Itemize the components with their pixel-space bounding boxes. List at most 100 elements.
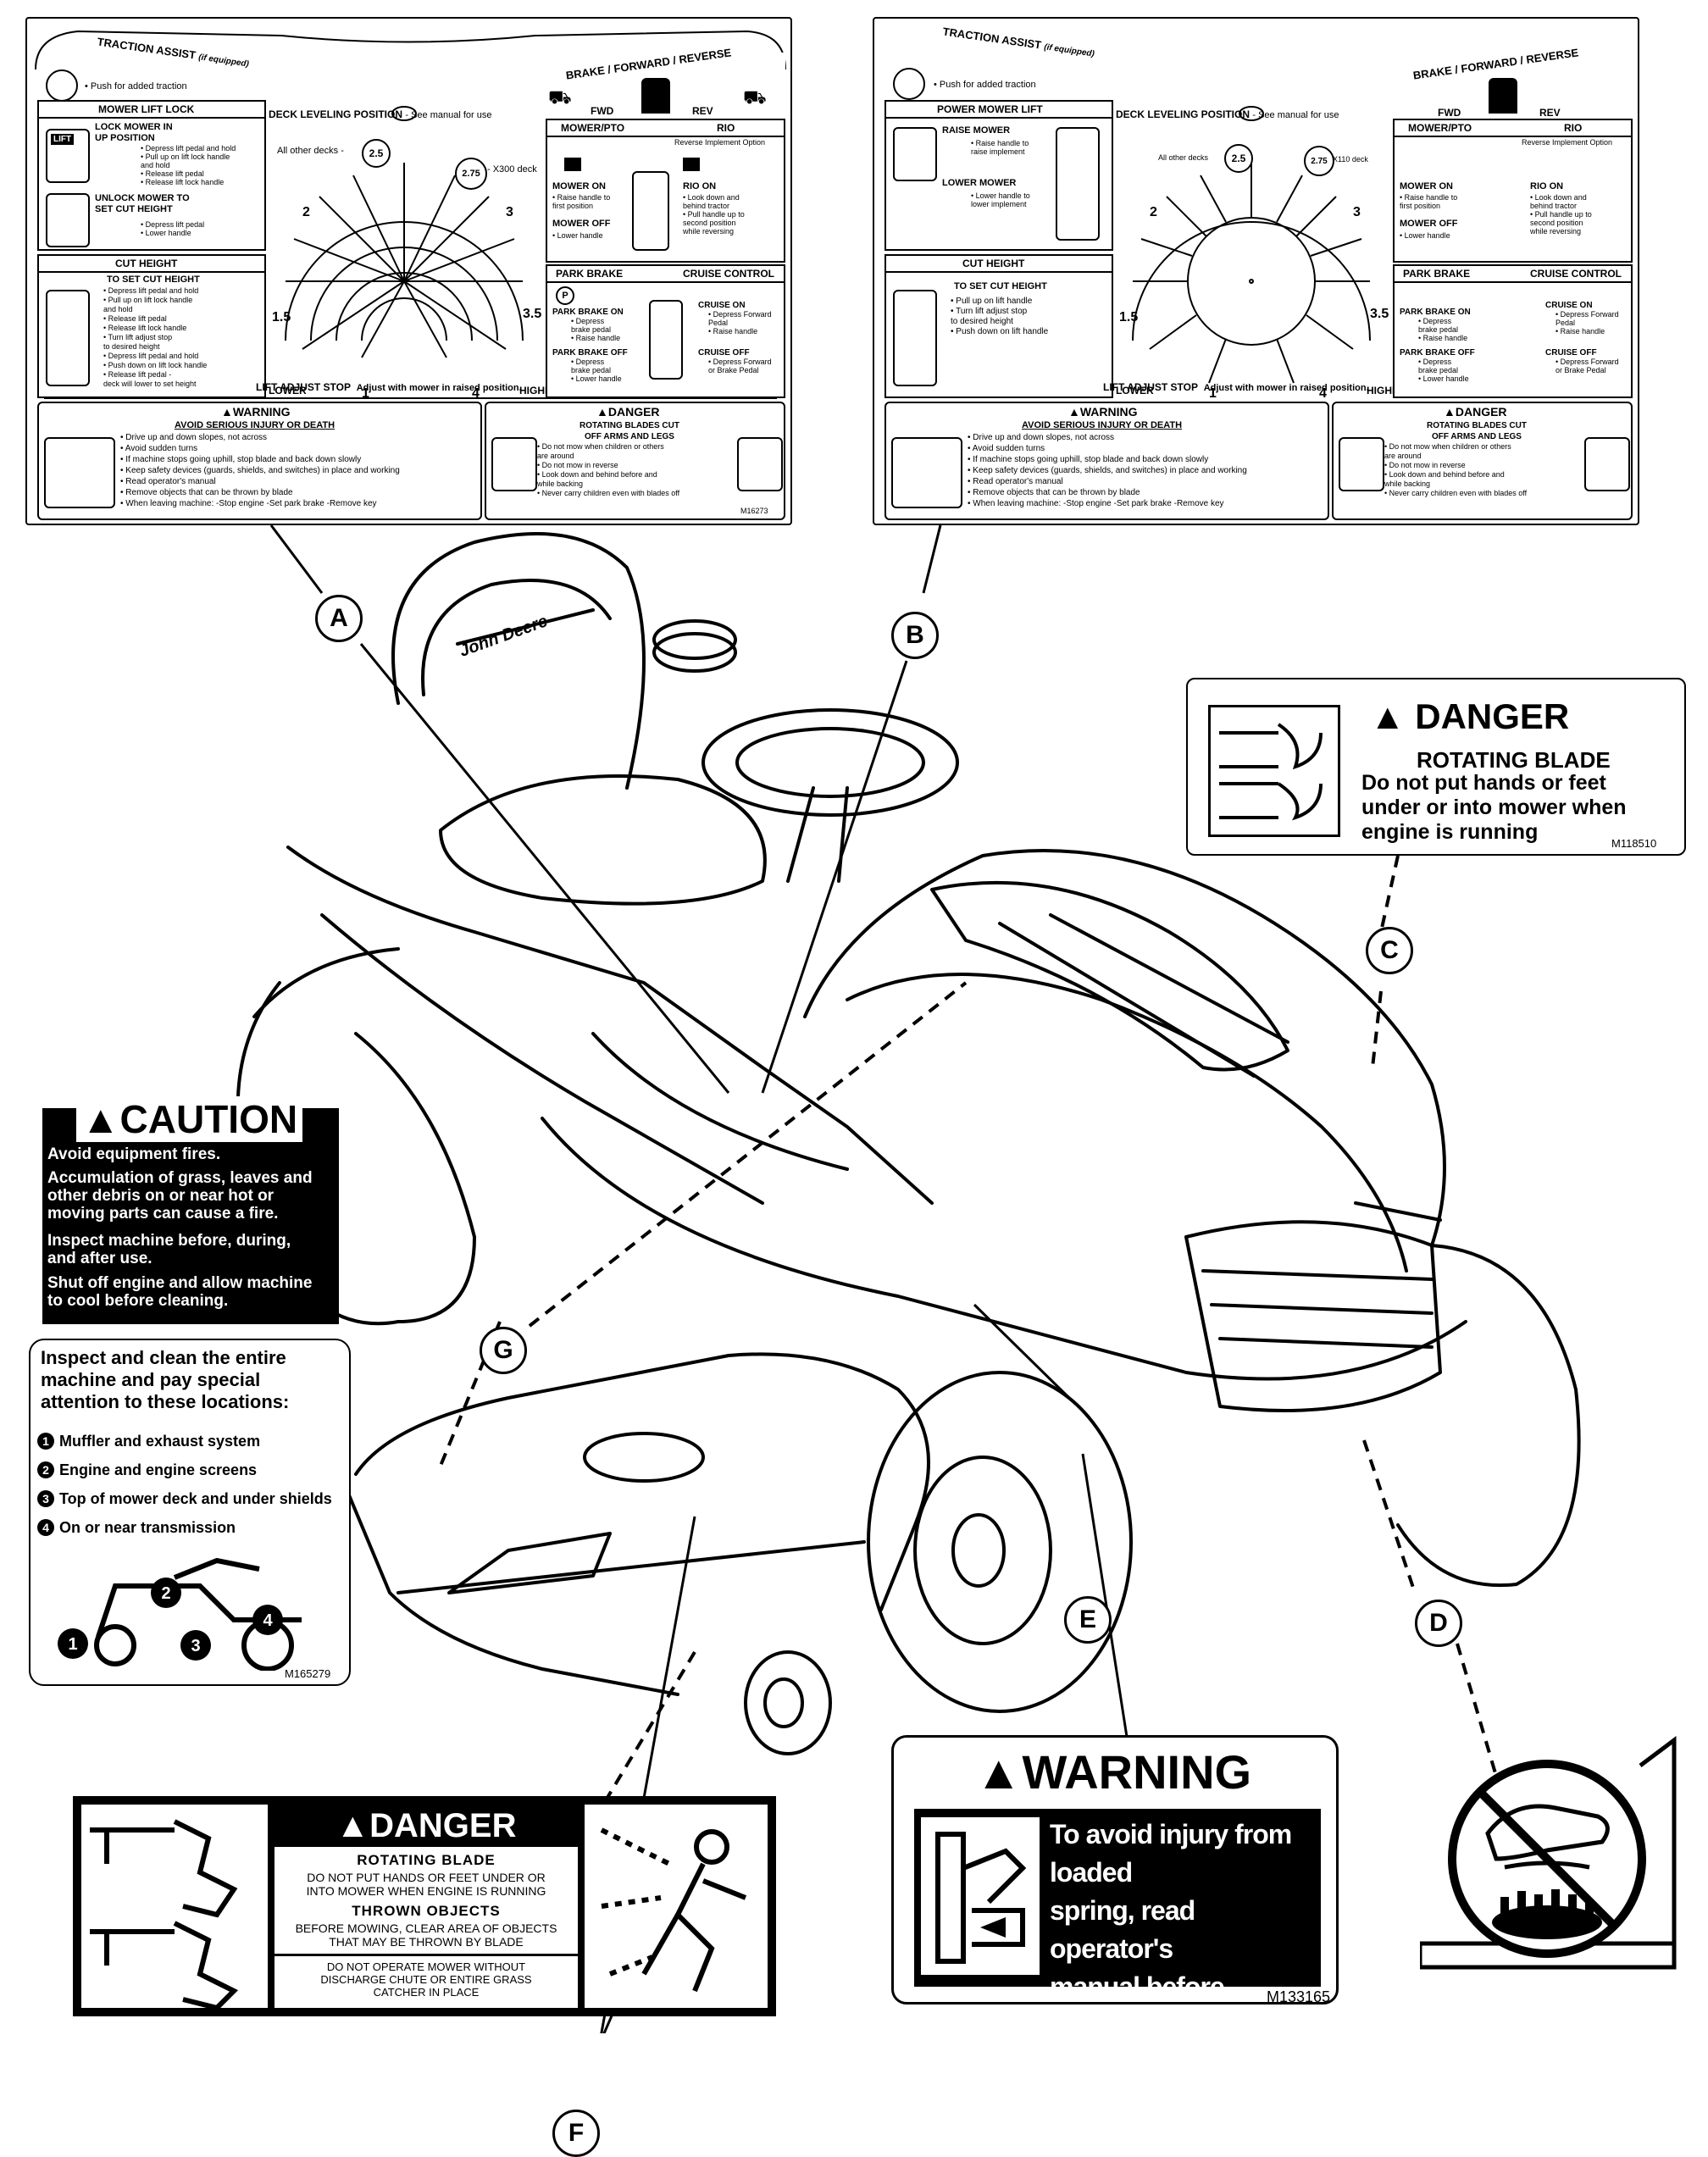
value-275-circle: 2.75 (455, 158, 487, 190)
mower-on-steps: • Raise handle to first position (552, 193, 611, 210)
lower-label: LOWER (269, 385, 307, 396)
raise-steps: • Raise handle to raise implement (971, 139, 1029, 156)
number-badge: 4 (37, 1519, 54, 1536)
decal-b-warning-title: ▲WARNING (1068, 405, 1138, 419)
deck-level-title: DECK LEVELING POSITION - See manual for … (269, 108, 492, 120)
caution-p1: Avoid equipment fires. (47, 1145, 221, 1163)
decal-b-mower-off-steps: • Lower handle (1400, 231, 1450, 240)
park-cruise-panel: PARK BRAKE CRUISE CONTROL P PARK BRAKE O… (546, 264, 785, 398)
callout-f: F (552, 2110, 600, 2157)
decal-b-danger-title: ▲DANGER (1444, 405, 1507, 419)
decal-b-pedal-icon (1489, 78, 1517, 114)
dial-2: 2 (302, 205, 310, 219)
decal-c: ▲ DANGER ROTATING BLADE Do not put hands… (1186, 678, 1686, 856)
lower-icon (1056, 127, 1100, 241)
decal-b-35: 3.5 (1370, 307, 1389, 321)
cruise-handle-icon (649, 300, 683, 380)
thrown-object-figure-icon (600, 1827, 747, 1993)
park-on: PARK BRAKE ON (552, 308, 624, 317)
inspect-item-text: Muffler and exhaust system (59, 1432, 261, 1450)
warning-title: ▲WARNING (221, 405, 291, 419)
decal-b-slope-icon (891, 437, 962, 508)
caution-part-number: M165279 (285, 1667, 331, 1680)
decal-b-rio-on-steps: • Look down and behind tractor • Pull ha… (1530, 193, 1592, 236)
cruise-off-steps: • Depress Forward or Brake Pedal (708, 358, 772, 374)
decal-b-cruise-on: CRUISE ON (1545, 301, 1593, 310)
dial-1: 1 (362, 386, 369, 401)
park-on-steps: • Depress brake pedal • Raise handle (571, 317, 621, 342)
decal-e-text: To avoid injury from loaded spring, read… (1050, 1819, 1292, 2078)
reverse-tractor-icon: ⛟ (743, 86, 767, 108)
lower-steps: • Lower handle to lower implement (971, 191, 1030, 208)
mower-off-steps: • Lower handle (552, 231, 603, 240)
svg-text:4: 4 (263, 1611, 273, 1630)
x300-deck: - X300 deck (487, 164, 537, 175)
decal-b-park-title: PARK BRAKE (1403, 268, 1471, 280)
decal-b-cruise-title: CRUISE CONTROL (1530, 268, 1622, 280)
decal-b-deck-title: DECK LEVELING POSITION - See manual for … (1116, 108, 1339, 120)
caution-p2: Accumulation of grass, leaves and other … (47, 1169, 313, 1223)
decal-c-line2: Do not put hands or feet under or into m… (1361, 771, 1627, 844)
decal-b-park-on: PARK BRAKE ON (1400, 308, 1471, 317)
lock-up-heading: LOCK MOWER IN UP POSITION (95, 122, 173, 143)
decal-b-cruise-on-steps: • Depress Forward Pedal • Raise handle (1556, 310, 1619, 335)
decal-a: TRACTION ASSIST (if equipped) • Push for… (25, 17, 792, 525)
decal-b-mower-off: MOWER OFF (1400, 219, 1458, 229)
callout-e: E (1064, 1596, 1112, 1644)
callout-a: A (315, 595, 363, 642)
raise-mower: RAISE MOWER (942, 125, 1011, 136)
mower-pto-panel: MOWER/PTO RIO Reverse Implement Option M… (546, 119, 785, 263)
cut-height-title: CUT HEIGHT (115, 258, 178, 269)
traction-assist-panel: TRACTION ASSIST (if equipped) • Push for… (37, 35, 279, 108)
decal-b-park-off: PARK BRAKE OFF (1400, 348, 1475, 358)
seated-icon (737, 437, 783, 491)
decal-b-cut-height: CUT HEIGHT TO SET CUT HEIGHT • Pull up o… (884, 254, 1113, 398)
rio-title: RIO (717, 122, 735, 134)
raise-icon (893, 127, 937, 181)
svg-text:3: 3 (191, 1637, 200, 1655)
inspect-item: 2 Engine and engine screens (37, 1456, 332, 1484)
lift-adjust-stop: LIFT ADJUST STOP Adjust with mower in ra… (256, 381, 522, 393)
mower-on-icon (564, 158, 581, 171)
hand-blade-icon (1219, 723, 1323, 821)
cruise-on-steps: • Depress Forward Pedal • Raise handle (708, 310, 772, 335)
park-off-steps: • Depress brake pedal • Lower handle (571, 358, 622, 383)
decal-e: ▲WARNING To avoid injury from loaded spr… (891, 1735, 1339, 2078)
decal-b-brake-title: BRAKE / FORWARD / REVERSE (1411, 46, 1580, 82)
number-badge: 3 (37, 1490, 54, 1507)
danger-title: ▲DANGER (596, 405, 660, 419)
caution-p4: Shut off engine and allow machine to coo… (47, 1274, 313, 1310)
danger-sub: ROTATING BLADES CUT OFF ARMS AND LEGS (580, 421, 679, 441)
decal-e-spring-icon (921, 1817, 1040, 1975)
cruise-title: CRUISE CONTROL (683, 268, 774, 280)
cut-height-lift-icon (46, 290, 90, 386)
decal-f-h1: ROTATING BLADE (357, 1852, 496, 1868)
decal-c-part-number: M118510 (1611, 837, 1657, 850)
decal-e-title: ▲WARNING (975, 1745, 1252, 1799)
child-icon (491, 437, 537, 491)
decal-f-center: ▲DANGER ROTATING BLADE DO NOT PUT HANDS … (274, 1805, 578, 2008)
decal-d (1417, 1732, 1683, 1977)
decal-b-all-other: All other decks (1158, 153, 1209, 162)
callout-b: B (891, 612, 939, 659)
pto-handle-icon (632, 171, 669, 251)
decal-b-275: 2.75 (1304, 146, 1334, 176)
decal-b-fwd: FWD (1438, 107, 1461, 119)
cut-height-panel: CUT HEIGHT TO SET CUT HEIGHT • Depress l… (37, 254, 266, 398)
decal-b-rev: REV (1539, 107, 1561, 119)
caution-panel: ▲CAUTION Avoid equipment fires. Accumula… (42, 1096, 339, 1324)
cruise-on: CRUISE ON (698, 301, 746, 310)
fwd-label: FWD (591, 105, 614, 117)
decal-b-mower-on-steps: • Raise handle to first position (1400, 193, 1458, 210)
decal-b-traction-text: • Push for added traction (934, 80, 1036, 90)
unlock-heading: UNLOCK MOWER TO SET CUT HEIGHT (95, 193, 190, 214)
decal-a-warning: ▲WARNING AVOID SERIOUS INJURY OR DEATH •… (37, 402, 482, 520)
inspect-item-text: Top of mower deck and under shields (59, 1489, 332, 1507)
number-badge: 1 (37, 1433, 54, 1450)
decal-b: POWER MOWER LIFT RAISE MOWER • Raise han… (873, 17, 1639, 525)
decal-c-line1: ROTATING BLADE (1417, 747, 1611, 773)
inspect-item-text: Engine and engine screens (59, 1461, 258, 1478)
callout-g: G (480, 1327, 527, 1374)
lock-up-steps: • Depress lift pedal and hold • Pull up … (141, 144, 236, 186)
